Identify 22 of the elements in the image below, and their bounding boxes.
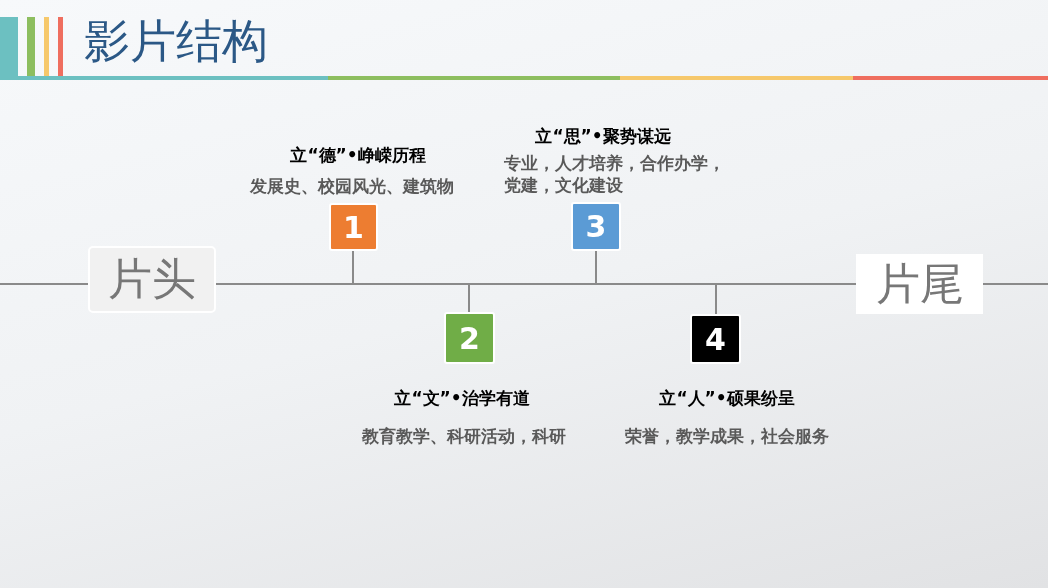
connector-line — [715, 283, 717, 315]
number-badge: 3 — [571, 202, 621, 251]
milestone-heading: 立“人”•硕果纷呈 — [659, 387, 795, 409]
milestone-description: 荣誉，教学成果，社会服务 — [625, 425, 829, 447]
milestone-description: 发展史、校园风光、建筑物 — [250, 175, 454, 197]
connector-line — [352, 250, 354, 285]
milestone-heading: 立“文”•治学有道 — [394, 387, 530, 409]
connector-line — [595, 250, 597, 285]
milestone-description: 专业，人才培养，合作办学，党建，文化建设 — [504, 152, 726, 196]
number-badge: 4 — [690, 314, 741, 364]
number-badge: 1 — [329, 203, 378, 251]
start-label-box: 片头 — [88, 246, 216, 313]
timeline-line — [215, 283, 857, 285]
timeline-line — [0, 283, 89, 285]
milestone-description: 教育教学、科研活动，科研 — [362, 425, 566, 447]
connector-line — [468, 283, 470, 313]
slide-title: 影片结构 — [84, 13, 268, 70]
milestone-heading: 立“德”•峥嵘历程 — [290, 144, 426, 166]
end-label-box: 片尾 — [856, 254, 983, 314]
milestone-heading: 立“思”•聚势谋远 — [535, 125, 671, 147]
timeline-line — [982, 283, 1048, 285]
number-badge: 2 — [444, 312, 495, 364]
